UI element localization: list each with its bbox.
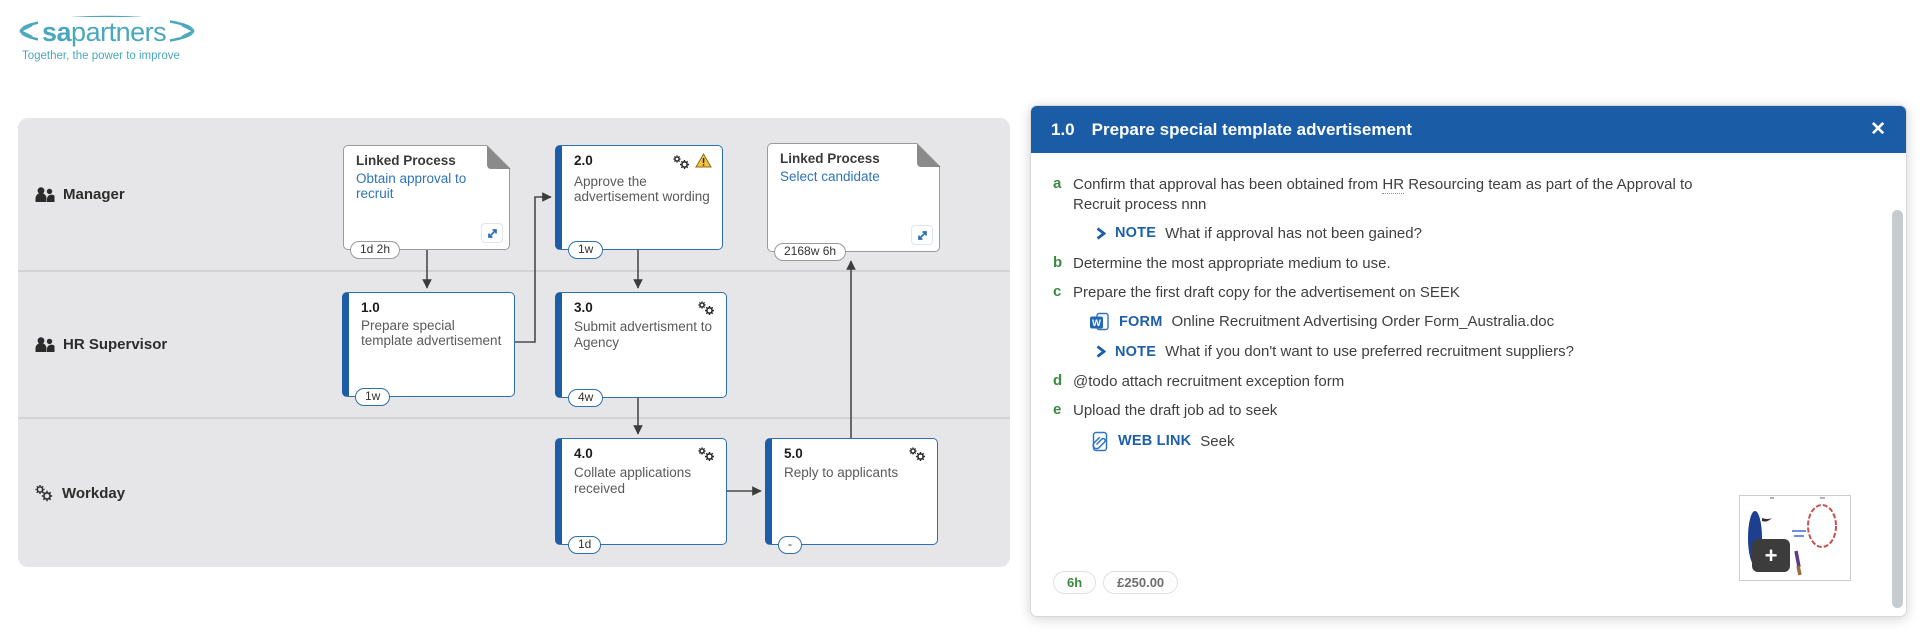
node-5-0-reply-to-applicants[interactable]: 5.0 Reply to applicants - (765, 438, 938, 554)
zoom-plus-button[interactable]: + (1752, 539, 1790, 572)
people-icon (35, 337, 55, 352)
time-badge: 1w (355, 388, 391, 406)
node-2-0-approve-wording[interactable]: 2.0 Approve (555, 145, 723, 259)
note-link[interactable]: NOTE What if you don't want to use prefe… (1095, 343, 1880, 360)
step-item-c: c Prepare the first draft copy for the a… (1053, 282, 1460, 301)
cost-badge: £250.00 (1103, 571, 1179, 594)
gears-icon (908, 446, 927, 463)
web-link[interactable]: WEB LINK Seek (1089, 431, 1880, 452)
chevron-right-icon (1096, 345, 1106, 358)
panel-scrollbar[interactable] (1892, 210, 1903, 608)
gears-icon (672, 154, 691, 171)
node-4-0-collate-applications[interactable]: 4.0 Collate applications received 1d (555, 438, 727, 554)
duration-badge: 6h (1053, 571, 1097, 594)
svg-text:W: W (1092, 318, 1101, 329)
node-3-0-submit-to-agency[interactable]: 3.0 Submit advertisment to Agency 4w (555, 292, 727, 407)
logo-wordmark: sapartners (38, 17, 171, 48)
sapartners-logo: sapartners Together, the power to improv… (16, 12, 206, 70)
word-document-icon: W (1090, 312, 1109, 331)
lane-workday: Workday (18, 417, 1010, 567)
step-item-e: e Upload the draft job ad to seek (1053, 401, 1278, 420)
paperclip-icon (1092, 431, 1108, 451)
panel-activity-number: 1.0 (1051, 119, 1075, 139)
step-item-b: b Determine the most appropriate medium … (1053, 253, 1391, 272)
time-badge: 1d 2h (350, 241, 401, 259)
panel-header: 1.0 Prepare special template advertiseme… (1031, 106, 1906, 153)
expand-icon[interactable] (911, 225, 933, 245)
time-badge: 1w (568, 241, 604, 259)
close-icon[interactable]: ✕ (1870, 119, 1886, 140)
note-link[interactable]: NOTE What if approval has not been gaine… (1095, 225, 1880, 242)
folded-corner (916, 142, 941, 167)
time-badge: - (778, 536, 802, 554)
gears-icon (697, 300, 716, 317)
attachment-thumbnail[interactable]: + (1739, 495, 1851, 581)
node-1-0-prepare-advertisement[interactable]: 1.0 Prepare special template advertiseme… (342, 292, 515, 406)
chevron-right-icon (1096, 226, 1106, 240)
node-linked-obtain-approval[interactable]: Linked Process Obtain approval to recrui… (343, 144, 511, 259)
warning-icon (695, 152, 712, 172)
metric-badges: 6h £250.00 (1053, 571, 1179, 594)
lane-manager-label: Manager (18, 186, 125, 203)
node-linked-select-candidate[interactable]: Linked Process Select candidate 2168w 6h (767, 142, 941, 261)
expand-icon[interactable] (481, 223, 503, 243)
time-badge: 2168w 6h (774, 243, 847, 261)
people-icon (35, 186, 55, 202)
lane-hr-supervisor: HR Supervisor (18, 270, 1010, 417)
activity-detail-panel: 1.0 Prepare special template advertiseme… (1030, 105, 1907, 617)
time-badge: 4w (568, 389, 604, 407)
gears-icon (35, 485, 53, 502)
logo-tagline: Together, the power to improve (22, 50, 180, 62)
panel-body: a Confirm that approval has been obtaine… (1031, 153, 1906, 618)
step-item-d: d @todo attach recruitment exception for… (1053, 372, 1345, 390)
time-badge: 1d (568, 536, 602, 554)
lane-hr-supervisor-label: HR Supervisor (18, 336, 167, 353)
process-diagram: Manager HR Supervisor (18, 118, 1010, 567)
abbr-hr: HR (1382, 176, 1405, 194)
lane-workday-label: Workday (18, 484, 125, 502)
gears-icon (697, 446, 716, 463)
form-attachment-link[interactable]: W FORM Online Recruitment Advertising Or… (1089, 312, 1880, 331)
folded-corner (486, 144, 511, 169)
step-item-a: a Confirm that approval has been obtaine… (1053, 175, 1693, 214)
lane-manager: Manager (18, 118, 1010, 270)
panel-title: Prepare special template advertisement (1091, 119, 1412, 139)
